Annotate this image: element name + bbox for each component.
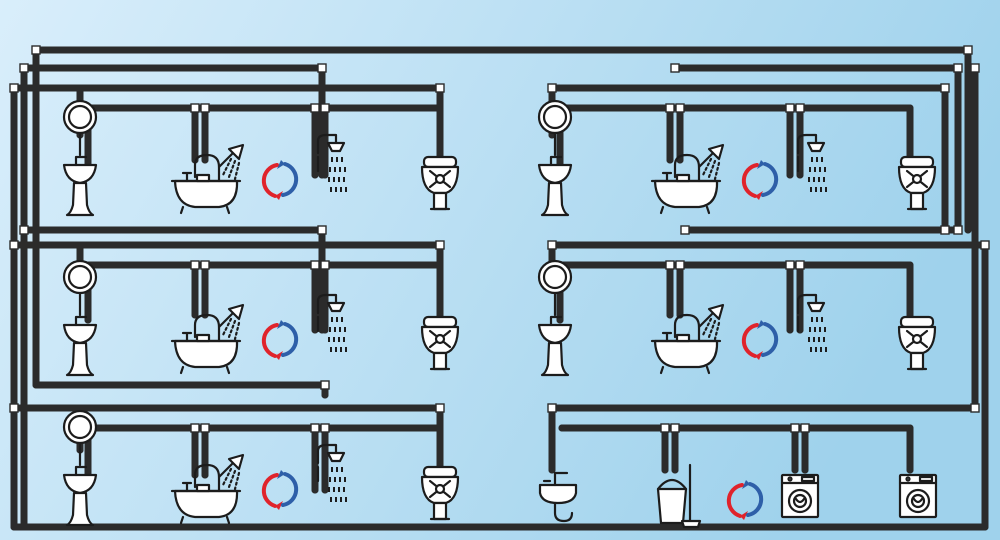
pipe-fitting (435, 83, 445, 93)
pipe-fitting (190, 103, 200, 113)
pipe-fitting (9, 403, 19, 413)
pipe-fitting (940, 83, 950, 93)
pipe-fitting (790, 423, 800, 433)
pipe-fitting (317, 63, 327, 73)
pipe-fitting (19, 225, 29, 235)
pipe-fitting (320, 423, 330, 433)
pipe-fitting (665, 260, 675, 270)
pipe-fitting (547, 240, 557, 250)
pipe-fitting (317, 225, 327, 235)
pipe-fitting (963, 45, 973, 55)
pipe-fitting (680, 225, 690, 235)
pipe-fitting (800, 423, 810, 433)
pipe-fitting (9, 240, 19, 250)
pipe-fitting (435, 403, 445, 413)
pipe-fitting (970, 403, 980, 413)
pipe-fitting (200, 423, 210, 433)
pipe-fitting (670, 423, 680, 433)
pipe-fitting (953, 63, 963, 73)
pipe-fitting (320, 380, 330, 390)
pipe-fitting (670, 63, 680, 73)
pipe-fitting (547, 403, 557, 413)
pipe-fitting (19, 63, 29, 73)
pipe-fitting (660, 423, 670, 433)
pipe-fitting (310, 423, 320, 433)
pipe-fitting (200, 103, 210, 113)
pipe-fitting (953, 225, 963, 235)
washing-machine-icon (898, 473, 938, 519)
pipe-fitting (9, 83, 19, 93)
pipe-fitting (675, 260, 685, 270)
pipe-fitting (675, 103, 685, 113)
pipe-fitting (320, 260, 330, 270)
pipe-fitting (435, 240, 445, 250)
pipe-fitting (970, 63, 980, 73)
pipe-fitting (320, 103, 330, 113)
pipe-fitting (190, 423, 200, 433)
pipe-fitting (785, 260, 795, 270)
pipe-fitting (795, 103, 805, 113)
washing-machine-icon (780, 473, 820, 519)
pipe-fitting (795, 260, 805, 270)
pipe-joints (9, 45, 990, 433)
pipe-fitting (31, 45, 41, 55)
pipe-fitting (940, 225, 950, 235)
pipe-fitting (190, 260, 200, 270)
pipe-fitting (310, 260, 320, 270)
pipe-fitting (547, 83, 557, 93)
pipe-fitting (665, 103, 675, 113)
pipe-fitting (310, 103, 320, 113)
pipe-fitting (200, 260, 210, 270)
pipe-fitting (980, 240, 990, 250)
pipe-fitting (785, 103, 795, 113)
